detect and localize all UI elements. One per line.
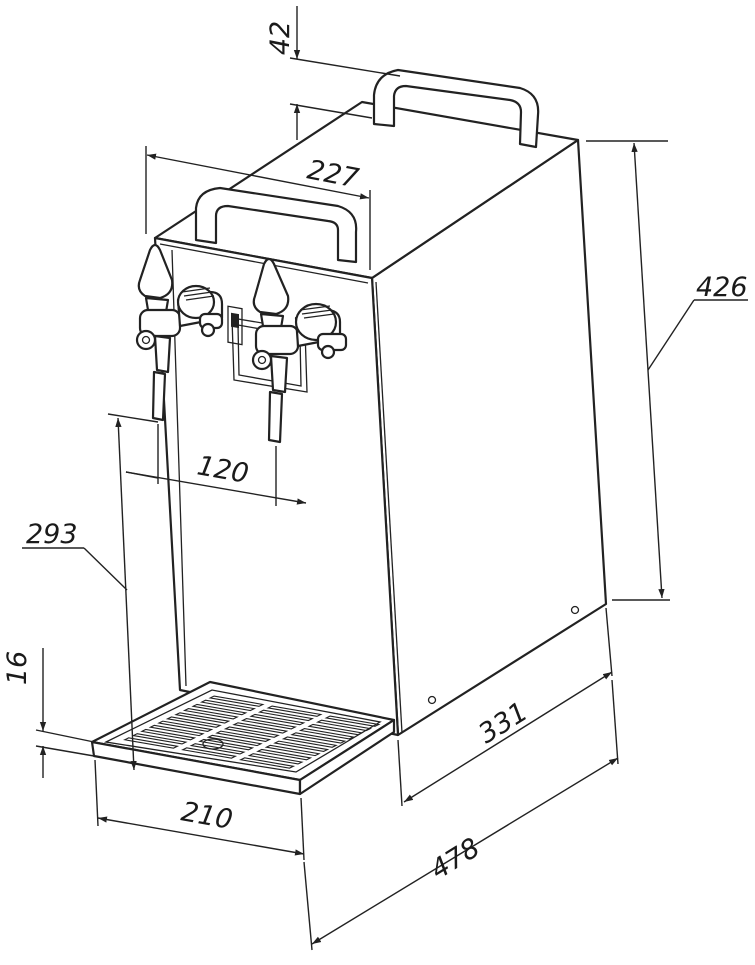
grille-slot bbox=[290, 732, 347, 744]
grille-slot bbox=[273, 740, 330, 752]
power-switch bbox=[227, 305, 243, 346]
dispenser-cabinet bbox=[153, 100, 608, 737]
grille-slot bbox=[198, 738, 255, 751]
grille-slot bbox=[174, 712, 231, 724]
dimension-tray-height: 16 bbox=[2, 648, 95, 778]
grille-slot bbox=[182, 708, 239, 720]
label-16: 16 bbox=[2, 651, 33, 685]
grille-slot bbox=[157, 720, 214, 732]
grille-slot bbox=[324, 715, 381, 727]
grille-slot bbox=[239, 757, 296, 769]
grille-slot bbox=[256, 748, 313, 761]
grille-slot bbox=[232, 722, 289, 734]
grille-slot bbox=[223, 726, 280, 738]
grille-slot bbox=[307, 723, 364, 736]
grille-slot bbox=[257, 709, 315, 722]
grille-slot bbox=[247, 753, 304, 765]
grille-slot bbox=[215, 730, 272, 742]
grille-slot bbox=[281, 736, 338, 748]
grille-slot bbox=[148, 724, 205, 737]
grille-slot bbox=[298, 728, 355, 740]
grille-slot bbox=[189, 743, 246, 755]
back-carry-handle bbox=[372, 68, 540, 149]
label-42: 42 bbox=[265, 21, 296, 55]
grille-slot bbox=[240, 718, 297, 730]
grille-slot bbox=[191, 703, 248, 716]
label-478: 478 bbox=[425, 832, 485, 886]
grille-slot bbox=[165, 716, 222, 728]
grille-slot bbox=[208, 695, 265, 707]
grille-slot bbox=[181, 747, 238, 759]
drip-tray bbox=[90, 680, 396, 796]
drain-hole bbox=[202, 738, 224, 750]
dimension-handle-height: 42 bbox=[265, 6, 401, 140]
left-beer-tap bbox=[135, 243, 224, 422]
grille-slot bbox=[140, 728, 197, 741]
label-426: 426 bbox=[696, 272, 748, 303]
grille-slot bbox=[264, 744, 321, 757]
dimension-tap-height: 293 bbox=[22, 413, 159, 771]
label-331: 331 bbox=[473, 696, 533, 750]
label-210: 210 bbox=[179, 796, 235, 835]
right-beer-tap bbox=[251, 257, 348, 444]
grille-slot bbox=[315, 719, 373, 732]
front-side-seam bbox=[375, 281, 403, 734]
grille-slot bbox=[266, 705, 323, 717]
dimension-height: 426 bbox=[586, 140, 748, 601]
label-293: 293 bbox=[26, 519, 78, 550]
grille-slot bbox=[249, 713, 306, 726]
grille-slot bbox=[206, 734, 263, 747]
screw-back bbox=[570, 605, 580, 615]
grille-slot bbox=[199, 699, 257, 712]
